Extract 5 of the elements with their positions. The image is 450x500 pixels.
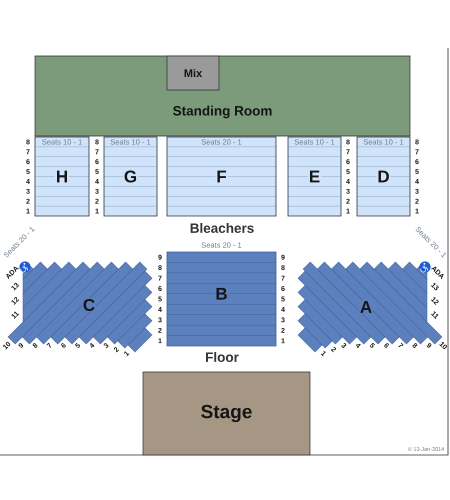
area-label: Bleachers (190, 223, 254, 233)
seating-section: B (166, 252, 276, 346)
area-label: Floor (206, 352, 239, 362)
mix-box: Mix (166, 56, 220, 90)
stage: Stage (142, 372, 310, 456)
